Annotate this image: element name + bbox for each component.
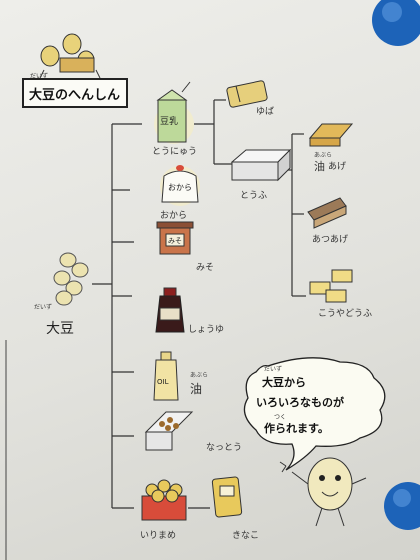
root-furigana: だいず [34, 304, 53, 311]
label-kinako: きなこ [232, 531, 260, 541]
label-aburaage: あげ [328, 162, 347, 172]
atsuage-icon [307, 197, 347, 229]
okara-bag-icon [160, 165, 200, 206]
root-label: 大豆 [46, 321, 74, 337]
bubble-furigana-daizu: だいず [264, 366, 283, 373]
shoyu-bottle-icon [155, 287, 185, 333]
label-okara: おから [160, 211, 188, 221]
tofu-icon [230, 148, 292, 182]
label-yuba: ゆば [256, 107, 275, 117]
bean-characters-illustration [39, 33, 101, 79]
oil-bottle-label: OIL [157, 378, 169, 386]
title-box: だいず 大豆のへんしん [22, 73, 128, 108]
title-furigana: だいず [30, 73, 49, 80]
furigana-aburaage: あぶら [314, 152, 333, 159]
yuba-icon [226, 80, 268, 108]
oil-bottle-icon [153, 351, 179, 401]
label-miso: みそ [196, 263, 215, 273]
miso-jar-label: みそ [168, 237, 182, 245]
aburaage-icon [308, 123, 354, 147]
bubble-line-3: 作られます。 [264, 422, 329, 435]
irimame-box-icon [141, 479, 187, 521]
label-shoyu: しょうゆ [188, 325, 225, 335]
furigana-abura: あぶら [190, 372, 209, 379]
label-tonyu: とうにゅう [152, 147, 198, 157]
label-irimame: いりまめ [140, 531, 177, 541]
miso-jar-icon [156, 221, 194, 255]
okara-bag-label: おから [168, 183, 192, 192]
soymilk-box-label: 豆乳 [160, 115, 178, 127]
label-aburaage-kanji: 油 [314, 160, 325, 173]
label-abura: 油 [190, 382, 203, 396]
soybeans-icon [53, 252, 89, 306]
magnet-bottom-right [384, 482, 420, 530]
bean-mascot-illustration [279, 457, 367, 527]
page-title: 大豆のへんしん [29, 88, 121, 103]
bubble-line-2: いろいろなものが [256, 396, 344, 409]
label-koyadofu: こうやどうふ [318, 309, 373, 319]
speech-bubble [243, 357, 386, 471]
kinako-bag-icon [211, 476, 243, 518]
koyadofu-icon [309, 269, 353, 303]
bubble-furigana-tsuku: つく [274, 414, 287, 421]
bubble-line-1: 大豆から [262, 376, 306, 389]
label-tofu: とうふ [240, 191, 268, 201]
soymilk-carton-icon [154, 81, 194, 144]
natto-box-icon [144, 411, 194, 451]
label-atsuage: あつあげ [312, 235, 349, 245]
magnet-top-right [372, 0, 420, 46]
label-natto: なっとう [206, 443, 243, 453]
